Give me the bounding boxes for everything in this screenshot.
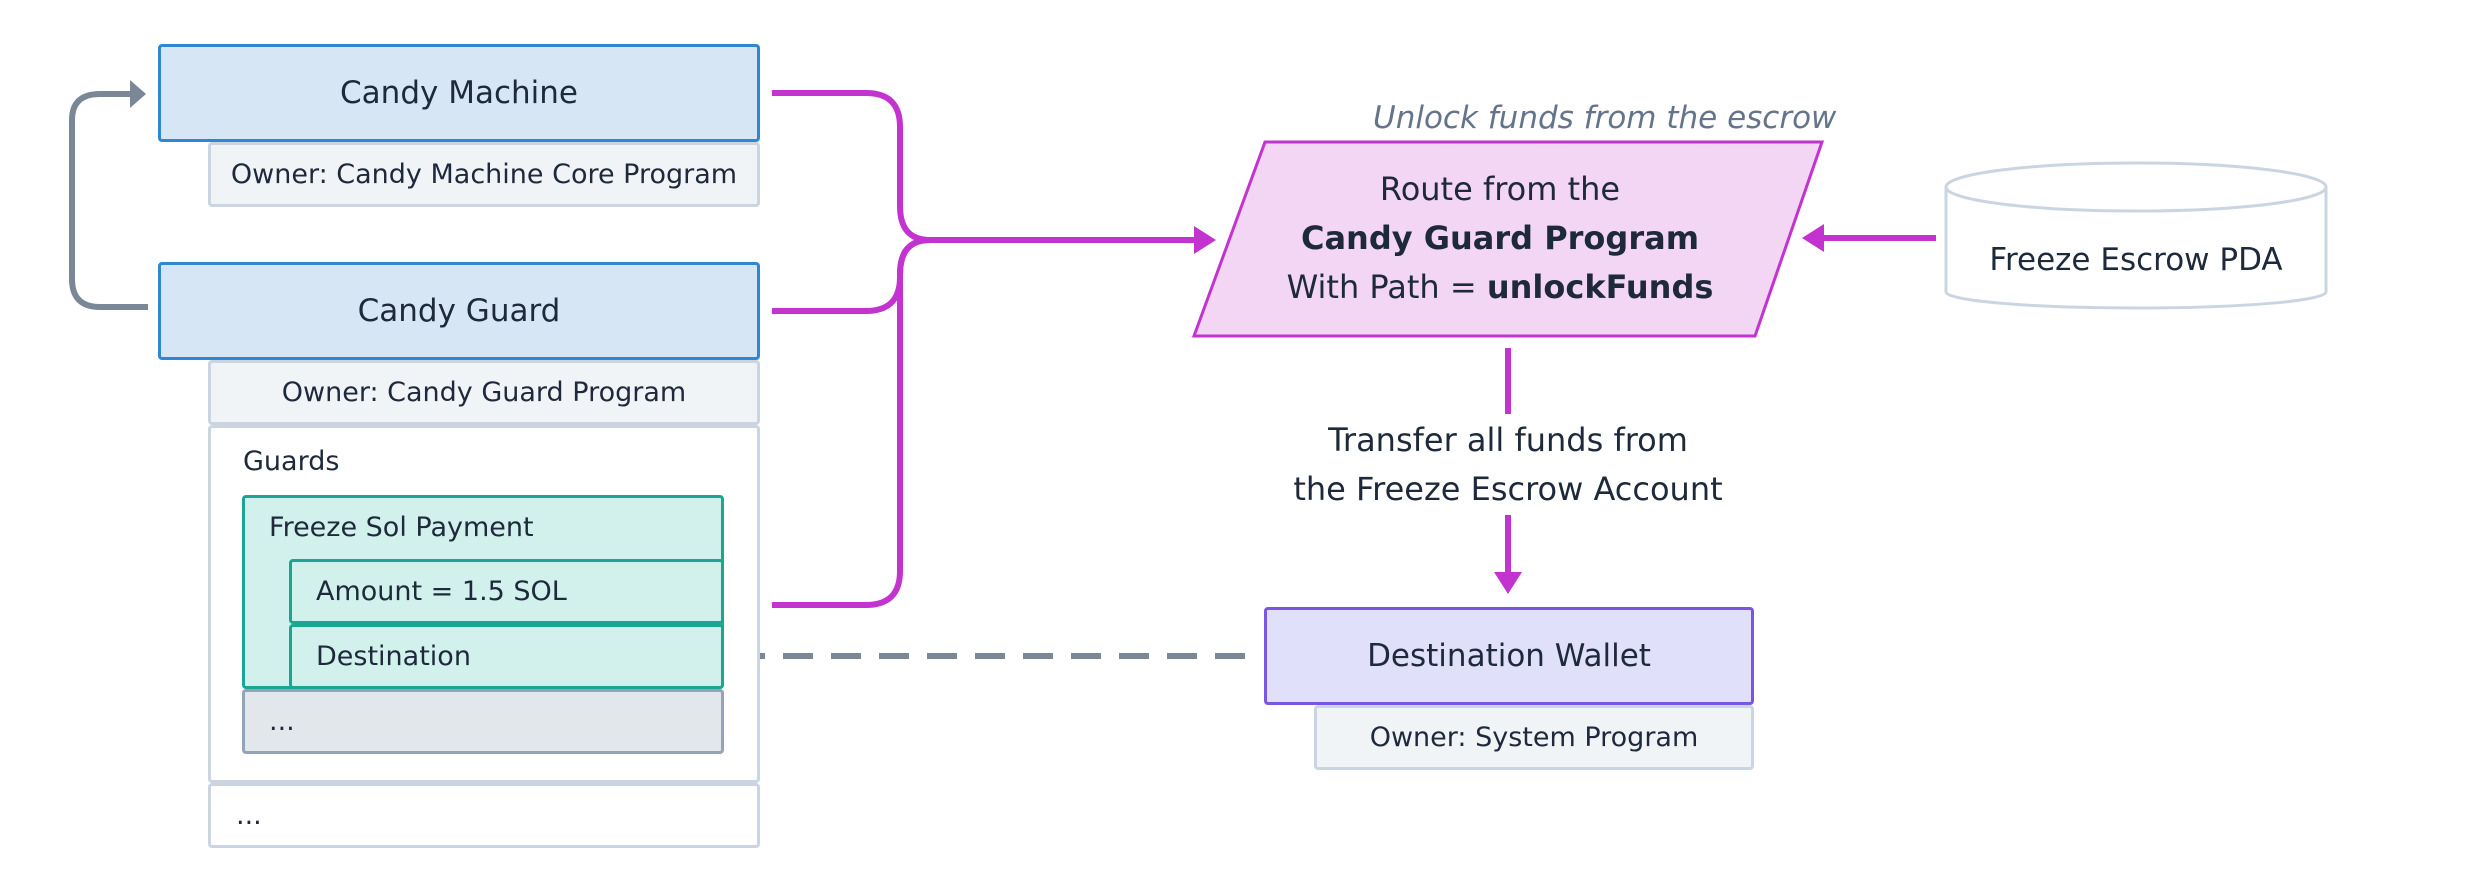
arrowhead-to-route bbox=[1194, 226, 1216, 254]
candy-guard-owner-label: Owner: Candy Guard Program bbox=[281, 377, 687, 408]
arrowhead-from-pda bbox=[1802, 224, 1824, 252]
destination-wallet-node: Destination Wallet bbox=[1264, 607, 1754, 705]
candy-machine-label: Candy Machine bbox=[340, 75, 578, 111]
amount-field: Amount = 1.5 SOL bbox=[289, 559, 724, 624]
more-accounts-label: ... bbox=[236, 800, 262, 831]
unlock-note: Unlock funds from the escrow bbox=[1373, 100, 1837, 136]
destination-wallet-owner-label: Owner: System Program bbox=[1369, 722, 1699, 753]
candy-guard-label: Candy Guard bbox=[357, 293, 561, 329]
route-path-value: unlockFunds bbox=[1486, 267, 1714, 306]
route-line-2: Candy Guard Program bbox=[1300, 218, 1700, 257]
more-guards-label: ... bbox=[269, 706, 295, 737]
transfer-line-1: Transfer all funds from bbox=[1328, 421, 1688, 459]
transfer-label: Transfer all funds from the Freeze Escro… bbox=[1208, 416, 1808, 514]
more-accounts-item: ... bbox=[208, 783, 760, 848]
route-node-shape bbox=[1191, 140, 1825, 338]
arrowhead-to-wallet bbox=[1494, 572, 1522, 594]
more-guards-item: ... bbox=[242, 689, 724, 754]
route-node: Route from the Candy Guard Program With … bbox=[1180, 140, 1820, 336]
edge-machine-to-brace bbox=[772, 90, 931, 243]
freeze-escrow-pda-node: Freeze Escrow PDA bbox=[1946, 222, 2326, 298]
transfer-line-2: the Freeze Escrow Account bbox=[1293, 470, 1723, 508]
destination-field: Destination bbox=[289, 624, 724, 689]
amount-label: Amount = 1.5 SOL bbox=[316, 576, 567, 607]
destination-label: Destination bbox=[316, 641, 471, 672]
freeze-sol-payment-label: Freeze Sol Payment bbox=[269, 512, 534, 543]
route-line-3: With Path = unlockFunds bbox=[1287, 263, 1714, 312]
guards-title: Guards bbox=[243, 446, 340, 477]
pda-cylinder-top bbox=[1944, 161, 2328, 213]
route-line-1: Route from the bbox=[1379, 169, 1621, 208]
destination-wallet-label: Destination Wallet bbox=[1367, 638, 1651, 674]
candy-machine-owner: Owner: Candy Machine Core Program bbox=[208, 142, 760, 207]
pda-cylinder-body bbox=[1944, 187, 2328, 310]
freeze-escrow-pda-label: Freeze Escrow PDA bbox=[1989, 242, 2283, 278]
route-path-prefix: With Path = bbox=[1286, 267, 1487, 306]
candy-machine-node: Candy Machine bbox=[158, 44, 760, 142]
arrowhead-to-candy-machine bbox=[130, 80, 146, 108]
edge-guard-to-machine bbox=[69, 91, 148, 310]
edge-payment-to-brace bbox=[772, 237, 931, 608]
destination-wallet-owner: Owner: System Program bbox=[1314, 705, 1754, 770]
candy-guard-node: Candy Guard bbox=[158, 262, 760, 360]
candy-guard-owner: Owner: Candy Guard Program bbox=[208, 360, 760, 425]
candy-machine-owner-label: Owner: Candy Machine Core Program bbox=[230, 159, 738, 190]
